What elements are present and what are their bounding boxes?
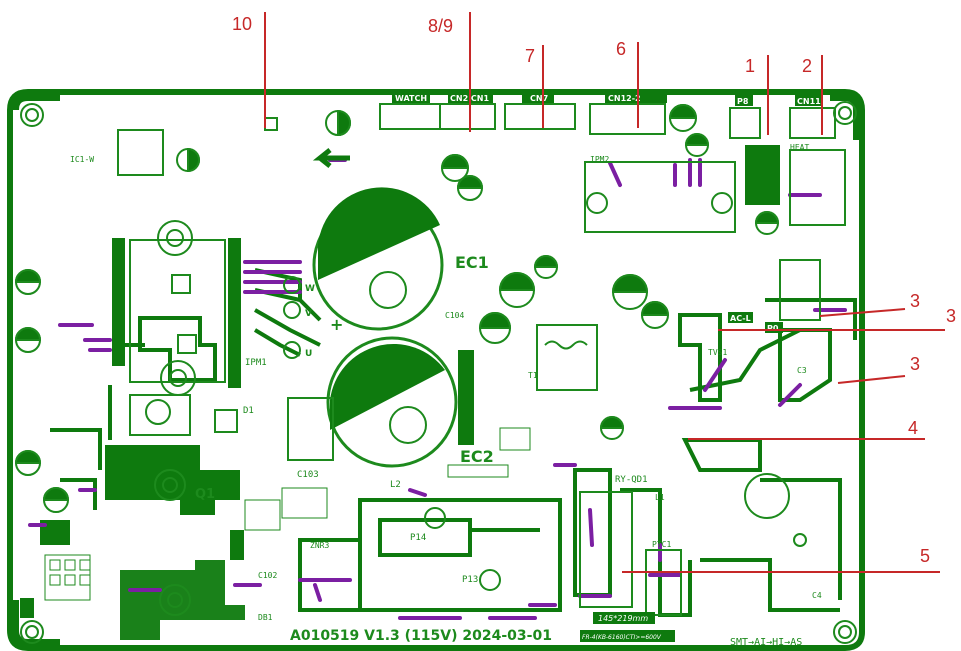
ac-l-connector-label: AC-L: [730, 314, 751, 323]
ann-line-3c: [837, 375, 906, 384]
d1-label: D1: [243, 406, 254, 416]
ipm1-module: IPM1 W V U: [129, 220, 315, 396]
phase-w-label: W: [305, 284, 315, 294]
p14-label: P14: [410, 533, 426, 543]
smd-cluster: [44, 427, 531, 601]
annotation-lines: [264, 12, 945, 573]
ic1-region: IC1-W: [70, 129, 350, 176]
capacitor-ec1: EC1 +: [312, 187, 489, 334]
annotation-8-9: 8/9: [428, 16, 453, 36]
annotation-4: 4: [908, 418, 918, 438]
jumper-wires: [28, 158, 847, 620]
c103-cap: C103: [287, 397, 334, 480]
annotation-10: 10: [232, 14, 252, 34]
transformer-t1: [536, 324, 598, 391]
board-silk-text: A010519 V1.3 (115V) 2024-03-01 145*219mm…: [290, 612, 802, 648]
phase-u-label: U: [305, 349, 312, 359]
phase-v-label: V: [305, 309, 312, 319]
znr3-label: ZNR3: [310, 541, 329, 550]
annotation-6: 6: [616, 39, 626, 59]
ec1-label: EC1: [455, 253, 489, 272]
p13-label: P13: [462, 575, 478, 585]
ptc1-label: PTC1: [652, 540, 671, 549]
svg-text:+: +: [330, 315, 343, 334]
annotation-3c: 3: [910, 354, 920, 374]
ipm1-label: IPM1: [245, 358, 267, 368]
t1-label: T1: [528, 371, 538, 380]
annotation-2: 2: [802, 56, 812, 76]
annotation-1: 1: [745, 56, 755, 76]
q1-label: Q1: [195, 487, 215, 502]
size-note: 145*219mm: [598, 614, 648, 623]
ipm2-module: IPM2: [584, 155, 736, 233]
ic1-label: IC1-W: [70, 155, 94, 164]
c103-label: C103: [297, 470, 319, 480]
ec2-label: EC2: [460, 447, 494, 466]
annotation-7: 7: [525, 46, 535, 66]
q1-region: Q1 D1: [129, 394, 254, 616]
connector-headers: [264, 103, 846, 321]
cn11-connector-label: CN11: [797, 97, 821, 106]
l2-label: L2: [390, 480, 401, 490]
annotation-numbers: 10 8/9 7 6 1 2 3 3 3 4 5: [232, 14, 956, 566]
capacitor-ec2: EC2: [326, 336, 494, 468]
ipm2-label: IPM2: [590, 155, 609, 164]
version-line: A010519 V1.3 (115V) 2024-03-01: [290, 628, 552, 644]
watch-connector-label: WATCH: [395, 94, 427, 103]
material-note: FR-4(KB-6160)CTI>=600V: [582, 634, 662, 641]
c3-label: C3: [797, 366, 807, 375]
annotation-3a: 3: [910, 291, 920, 311]
annotation-5: 5: [920, 546, 930, 566]
small-capacitors: [14, 104, 780, 513]
p0-connector-label: P0: [767, 324, 779, 333]
c4-label: C4: [812, 591, 822, 600]
relay-ptc-region: RY-QD1 L1 PTC1 C4 C3 TVS1: [579, 348, 822, 616]
p8-connector-label: P8: [737, 97, 749, 106]
c102-label: C102: [258, 571, 277, 580]
cn7-connector-label: CN7: [530, 94, 548, 103]
heat-connector-label: HEAT: [790, 143, 809, 152]
l1-label: L1: [655, 493, 665, 502]
flow-note: SMT→AI→HI→AS: [730, 637, 802, 648]
l2-region: L2 P14 P13 ZNR3 C102 DB1 C104 T1: [258, 311, 538, 622]
ry-qd1-label: RY-QD1: [615, 475, 648, 485]
cn12-2-connector-label: CN12-2: [608, 94, 641, 103]
tvs1-label: TVS1: [708, 348, 727, 357]
db1-label: DB1: [258, 613, 273, 622]
ann-line-3a: [819, 308, 906, 317]
c104-label: C104: [445, 311, 464, 320]
annotation-3b: 3: [946, 306, 956, 326]
